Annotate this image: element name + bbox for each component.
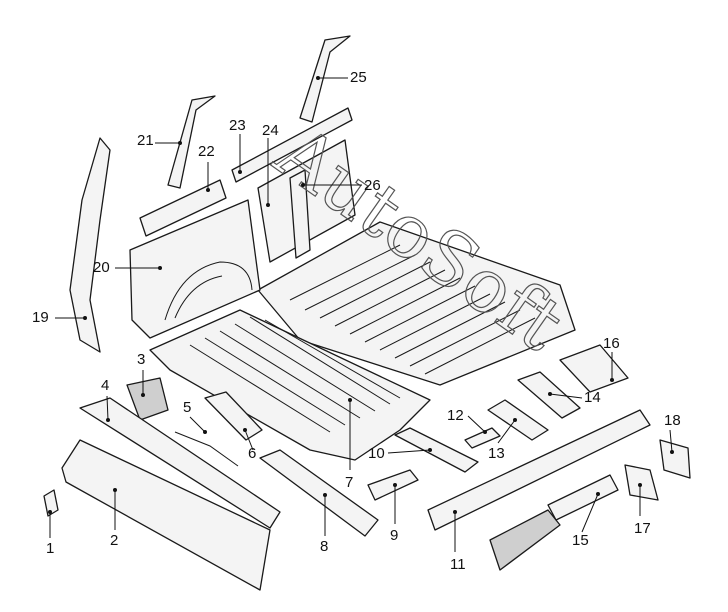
callout-number-3: 3 bbox=[137, 351, 145, 368]
leader-dot-20 bbox=[158, 266, 162, 270]
part-side-rail bbox=[427, 409, 651, 531]
callout-number-26: 26 bbox=[364, 177, 381, 194]
leader-dot-21 bbox=[178, 141, 182, 145]
part-bracket-17 bbox=[624, 464, 659, 501]
callout-number-17: 17 bbox=[634, 520, 651, 537]
leader-dot-9 bbox=[393, 483, 397, 487]
leader-dot-6 bbox=[243, 428, 247, 432]
part-bracket-3 bbox=[126, 377, 169, 421]
leader-dot-16 bbox=[610, 378, 614, 382]
leader-line-18 bbox=[669, 429, 673, 453]
leader-dot-13 bbox=[513, 418, 517, 422]
callout-number-25: 25 bbox=[350, 69, 367, 86]
callout-number-5: 5 bbox=[183, 399, 191, 416]
leader-dot-11 bbox=[453, 510, 457, 514]
leader-line-10 bbox=[387, 449, 431, 454]
part-front-beam bbox=[61, 439, 271, 591]
leader-dot-17 bbox=[638, 483, 642, 487]
part-rod bbox=[174, 431, 239, 467]
callout-number-22: 22 bbox=[198, 143, 215, 160]
leader-line-15 bbox=[581, 493, 599, 533]
part-vertical-post bbox=[289, 169, 311, 259]
leader-dot-18 bbox=[670, 450, 674, 454]
leader-dot-12 bbox=[483, 430, 487, 434]
callout-number-9: 9 bbox=[390, 527, 398, 544]
callout-number-13: 13 bbox=[488, 445, 505, 462]
leader-line-12 bbox=[467, 415, 486, 433]
leader-lines bbox=[48, 76, 674, 552]
callout-number-1: 1 bbox=[46, 540, 54, 557]
callout-number-4: 4 bbox=[101, 377, 109, 394]
part-side-pillar bbox=[69, 137, 111, 353]
callout-number-2: 2 bbox=[110, 532, 118, 549]
leader-line-5 bbox=[189, 416, 206, 433]
callout-number-8: 8 bbox=[320, 538, 328, 555]
leader-dot-14 bbox=[548, 392, 552, 396]
part-pillar-left bbox=[167, 95, 216, 189]
part-front-crossmember bbox=[79, 397, 281, 529]
part-rear-chassis bbox=[489, 474, 619, 571]
part-upper-crossbar bbox=[231, 107, 353, 183]
callout-number-11: 11 bbox=[450, 556, 466, 573]
leader-line-4 bbox=[106, 395, 109, 421]
leader-dot-10 bbox=[428, 448, 432, 452]
part-bracket-6 bbox=[204, 391, 263, 441]
leader-dot-24 bbox=[266, 203, 270, 207]
part-crossmember-10 bbox=[394, 427, 479, 473]
callout-number-14: 14 bbox=[584, 389, 601, 406]
callout-number-16: 16 bbox=[603, 335, 620, 352]
leader-line-14 bbox=[549, 393, 583, 399]
leader-dot-23 bbox=[238, 170, 242, 174]
leader-dot-8 bbox=[323, 493, 327, 497]
callout-number-12: 12 bbox=[447, 407, 464, 424]
callout-number-10: 10 bbox=[368, 445, 385, 462]
leader-dot-19 bbox=[83, 316, 87, 320]
part-bracket-18 bbox=[659, 439, 691, 479]
part-clip-1 bbox=[43, 489, 59, 517]
part-wheel-arch bbox=[129, 199, 261, 339]
leader-dot-15 bbox=[596, 492, 600, 496]
part-front-floor bbox=[149, 309, 431, 461]
callout-number-7: 7 bbox=[345, 474, 353, 491]
leader-dot-4 bbox=[106, 418, 110, 422]
part-longitudinal-8 bbox=[259, 449, 379, 537]
callout-number-24: 24 bbox=[262, 122, 279, 139]
leader-line-6 bbox=[244, 429, 254, 451]
leader-dot-3 bbox=[141, 393, 145, 397]
leader-dot-22 bbox=[206, 188, 210, 192]
part-crossbar-left bbox=[139, 179, 227, 237]
leader-dot-5 bbox=[203, 430, 207, 434]
leader-dot-2 bbox=[113, 488, 117, 492]
callout-number-19: 19 bbox=[32, 309, 49, 326]
part-pillar-right bbox=[299, 35, 351, 123]
leader-line-13 bbox=[497, 419, 516, 444]
callout-number-6: 6 bbox=[248, 445, 256, 462]
leader-dot-7 bbox=[348, 398, 352, 402]
callout-number-15: 15 bbox=[572, 532, 589, 549]
part-crossmember-16 bbox=[559, 344, 629, 393]
leader-dot-26 bbox=[301, 183, 305, 187]
leader-dot-25 bbox=[316, 76, 320, 80]
callout-number-21: 21 bbox=[137, 132, 154, 149]
callout-number-23: 23 bbox=[229, 117, 246, 134]
leader-dot-1 bbox=[48, 510, 52, 514]
callout-number-18: 18 bbox=[664, 412, 681, 429]
callout-number-20: 20 bbox=[93, 259, 110, 276]
part-crossmember-13 bbox=[487, 399, 549, 441]
